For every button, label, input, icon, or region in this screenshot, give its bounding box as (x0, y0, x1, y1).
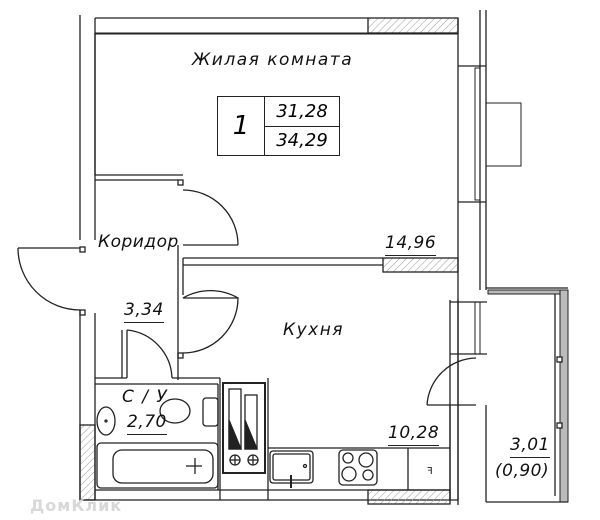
area-bathroom: 2,70 (127, 414, 167, 435)
area-badge: 1 31,28 34,29 (217, 96, 340, 156)
area-balcony: 3,01 (510, 437, 550, 458)
room-label-living: Жилая комната (192, 50, 354, 70)
room-label-corridor: Коридор (98, 232, 179, 252)
apartment-number: 1 (218, 97, 265, 155)
room-label-bathroom: С / У (122, 387, 169, 407)
room-label-kitchen: Кухня (283, 320, 345, 340)
area-kitchen: 10,28 (388, 425, 440, 446)
area-living-room: 14,96 (385, 235, 437, 256)
area-corridor: 3,34 (124, 302, 164, 323)
svg-text:ꟻ: ꟻ (427, 466, 433, 477)
living-area: 31,28 (265, 97, 339, 127)
watermark: ДомКлик (30, 496, 123, 515)
total-area: 34,29 (276, 130, 328, 151)
area-balcony-reduced: (0,90) (495, 461, 550, 481)
